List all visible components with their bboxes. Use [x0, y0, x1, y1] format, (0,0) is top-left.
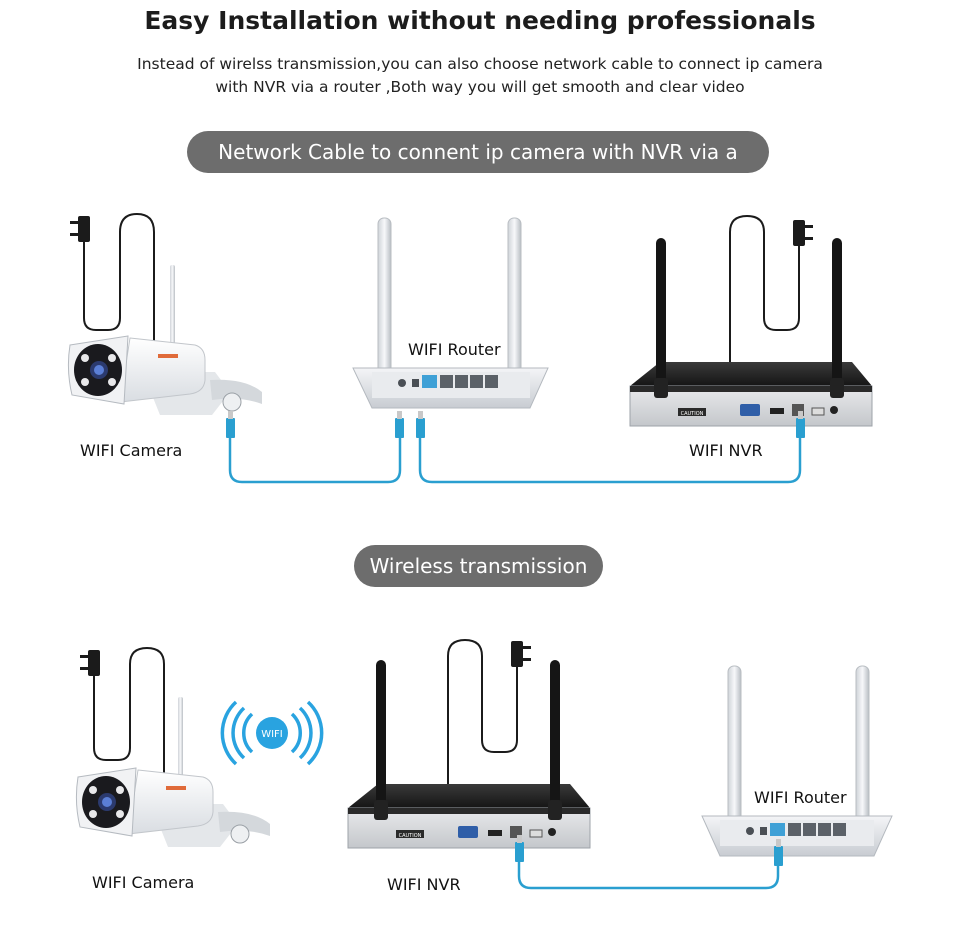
label-wifi-nvr: WIFI NVR [689, 441, 763, 460]
page-subtitle: Instead of wirelss transmission,you can … [80, 53, 880, 99]
label-wifi-router: WIFI Router [408, 340, 501, 359]
wifi-nvr-device: CAUTION [629, 238, 873, 427]
nvr2-power-adapter [447, 638, 531, 788]
label-wifi-nvr-2: WIFI NVR [387, 875, 461, 894]
label-wifi-router-2: WIFI Router [754, 788, 847, 807]
subtitle-line-2: with NVR via a router ,Both way you will… [215, 78, 745, 96]
network-cable-router-nvr [416, 411, 805, 484]
wifi-signal-icon: WIFI [220, 700, 324, 766]
network-cable-nvr-router [515, 835, 783, 890]
subtitle-line-1: Instead of wirelss transmission,you can … [137, 55, 823, 73]
section-wired-heading: Network Cable to connent ip camera with … [187, 131, 769, 206]
wifi-badge-text: WIFI [261, 729, 283, 740]
camera2-power-adapter [80, 646, 165, 775]
label-wifi-camera: WIFI Camera [80, 441, 183, 460]
section-wireless-heading: Wireless transmission [354, 545, 603, 587]
page-title: Easy Installation without needing profes… [144, 6, 816, 35]
wifi-nvr2-device: CAUTION [347, 660, 591, 849]
label-wifi-camera-2: WIFI Camera [92, 873, 195, 892]
camera-power-adapter [70, 212, 155, 345]
wifi-camera2-device [75, 697, 270, 847]
nvr2-caution-label: CAUTION [399, 833, 422, 839]
wifi-router2-device [701, 665, 893, 857]
nvr-power-adapter [729, 214, 813, 365]
wifi-camera-device [67, 265, 262, 415]
network-cable-camera-router [226, 411, 404, 484]
wifi-router-device [352, 217, 549, 409]
nvr-caution-label: CAUTION [681, 411, 704, 417]
